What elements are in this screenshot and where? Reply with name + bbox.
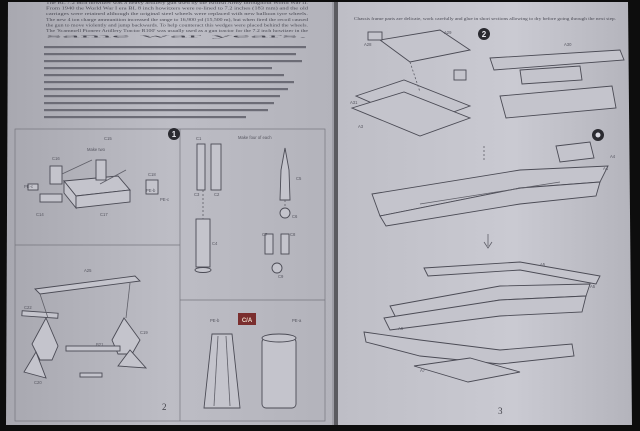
intro-line: same war years.: [46, 34, 308, 39]
part-label: A5: [540, 262, 546, 267]
detail-inset: [555, 129, 604, 163]
ammunition-parts: [194, 143, 291, 274]
step1-frame: [14, 128, 326, 422]
part-label: A28: [364, 42, 372, 47]
left-page-number: 2: [162, 402, 167, 412]
part-label: PE-a: [292, 318, 302, 323]
intro-line: The new 4 ton charge ammunition increase…: [46, 17, 309, 23]
japanese-text-block: [44, 46, 306, 119]
make-four-label: Make four of each: [238, 135, 272, 140]
part-label: C18: [148, 172, 156, 177]
part-label: A3: [358, 124, 364, 129]
part-label: PE-c: [160, 197, 169, 202]
part-label: C22: [24, 305, 32, 310]
trail-exploded-view: [363, 261, 601, 383]
part-label: B21: [96, 342, 104, 347]
intro-line: From 1940 the World War I era BL 8 inch …: [46, 6, 309, 11]
part-label: C9: [278, 274, 284, 279]
chassis-exploded-view-2: [489, 49, 625, 119]
cartridge-parts: C/A: [203, 313, 297, 409]
part-label: PE-b: [210, 318, 220, 323]
part-label: C3: [194, 192, 200, 197]
part-label: C2: [214, 192, 220, 197]
part-label: PE-c: [24, 184, 33, 189]
part-label: A4: [610, 154, 616, 159]
ca-badge: [238, 313, 256, 325]
part-label: C14: [36, 212, 44, 217]
part-label: C8: [290, 232, 296, 237]
right-header-text: Chassis frame parts are delicate, work c…: [354, 16, 616, 22]
part-label: C4: [212, 241, 218, 246]
down-arrow-icon: [483, 234, 493, 249]
part-label: C20: [34, 380, 42, 385]
step1-badge: [168, 128, 180, 140]
right-page-number: 3: [498, 406, 503, 416]
part-label: C7: [262, 232, 268, 237]
intro-line: the gun to move violently and jump backw…: [46, 22, 308, 27]
part-label: A31: [350, 100, 358, 105]
part-label: A25: [84, 268, 92, 273]
part-label: C1: [196, 136, 202, 141]
step1-number: 1: [172, 130, 177, 139]
part-label: C6: [292, 214, 298, 219]
part-label: A7: [420, 368, 426, 373]
part-label: PE-b: [146, 188, 156, 193]
intro-line: The BL 7.2 inch howitzer was a heavy art…: [46, 0, 308, 5]
part-label: A4: [603, 166, 609, 171]
part-label: A29: [444, 30, 452, 35]
trail-box-assembly: [27, 159, 159, 210]
part-label: C15: [104, 136, 112, 141]
intro-text: The BL 7.2 inch howitzer was a heavy art…: [46, 0, 309, 39]
right-page: Chassis frame parts are delicate, work c…: [338, 0, 632, 427]
left-page: The BL 7.2 inch howitzer was a heavy art…: [6, 0, 334, 427]
part-label: A30: [564, 42, 572, 47]
part-label: C5: [296, 176, 302, 181]
chassis-exploded-view-1: [350, 29, 472, 137]
part-label: C17: [100, 212, 108, 217]
intro-line: The 'Scammell Pioneer Artillery Tractor …: [46, 28, 308, 33]
part-label: C16: [52, 156, 60, 161]
part-label: C19: [140, 330, 148, 335]
step2-number: 2: [482, 30, 487, 39]
svg-text:C/A: C/A: [242, 318, 253, 324]
axle-assembly: [21, 275, 148, 379]
intro-line: carriages were retained although the ori…: [46, 11, 308, 16]
part-label: A5: [590, 284, 596, 289]
chassis-assembled: [371, 146, 609, 227]
make-two-label: Make two: [87, 147, 106, 152]
step2-badge: [478, 28, 490, 40]
part-label: A6: [398, 326, 404, 331]
